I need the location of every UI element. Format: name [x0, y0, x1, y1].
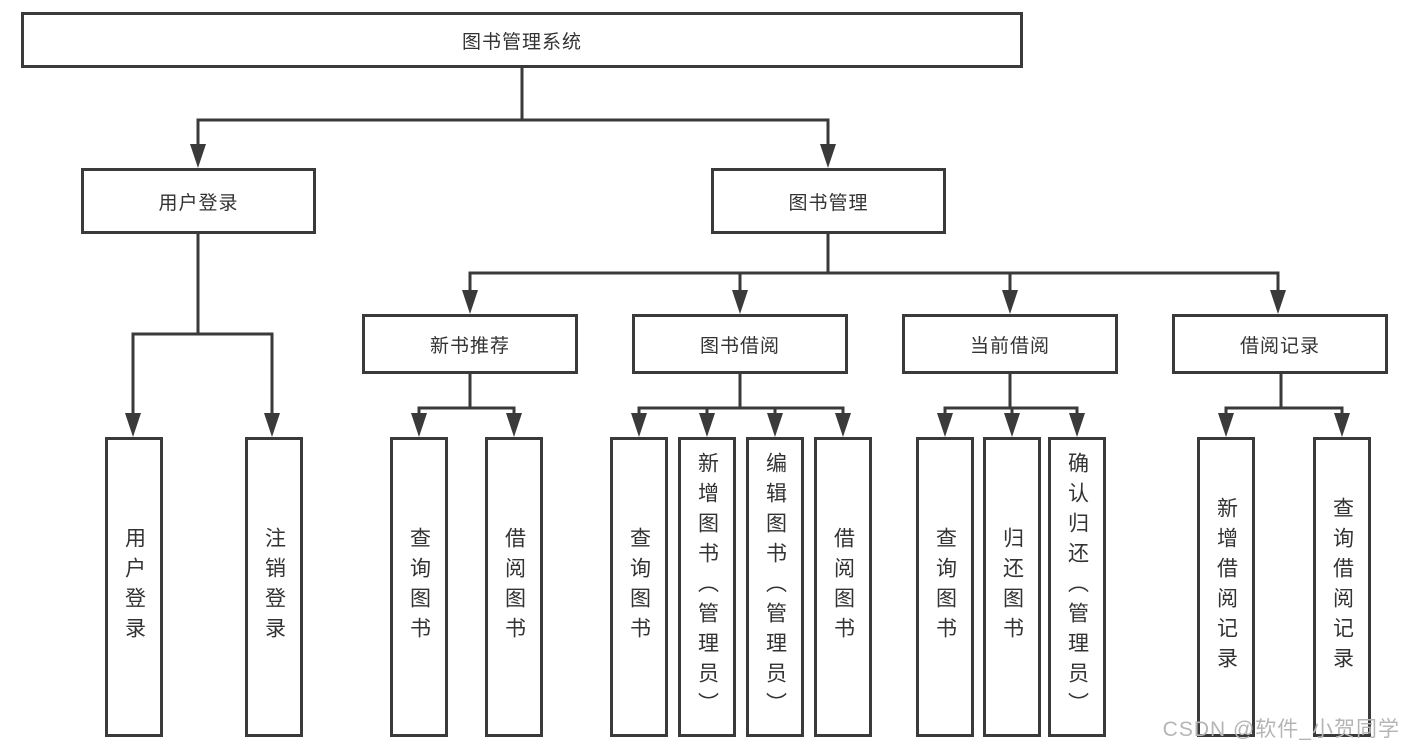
- csdn-watermark: CSDN @软件_小贺同学: [1162, 718, 1400, 741]
- connector-book-borrow-children: [637, 374, 845, 430]
- connector-current-borrow-children: [943, 374, 1079, 430]
- leaf-user-login: 用户登录: [105, 437, 163, 737]
- leaf-query-books-borrow: 查询图书: [610, 437, 668, 737]
- leaf-query-books-borrow-label: 查询图书: [627, 527, 651, 647]
- connector-user-login-children: [131, 234, 274, 430]
- node-current-borrow-label: 当前借阅: [969, 335, 1050, 357]
- leaf-borrow-books-recommend-label: 借阅图书: [502, 527, 526, 647]
- node-user-login: 用户登录: [81, 168, 316, 234]
- node-book-borrow: 图书借阅: [632, 314, 848, 374]
- node-new-book-recommend-label: 新书推荐: [429, 335, 510, 357]
- leaf-confirm-return-admin-label: 确认归还（管理员）: [1065, 452, 1089, 722]
- node-current-borrow: 当前借阅: [902, 314, 1118, 374]
- leaf-query-books-current: 查询图书: [916, 437, 974, 737]
- connector-book-management-children: [468, 234, 1280, 308]
- leaf-borrow-books: 借阅图书: [814, 437, 872, 737]
- node-root-label: 图书管理系统: [461, 31, 582, 53]
- connector-borrow-records-children: [1224, 374, 1344, 430]
- node-book-management: 图书管理: [711, 168, 946, 234]
- leaf-user-login-label: 用户登录: [122, 527, 146, 647]
- leaf-query-borrow-record: 查询借阅记录: [1313, 437, 1371, 737]
- leaf-borrow-books-label: 借阅图书: [831, 527, 855, 647]
- leaf-logout: 注销登录: [245, 437, 303, 737]
- leaf-return-book: 归还图书: [983, 437, 1041, 737]
- node-new-book-recommend: 新书推荐: [362, 314, 578, 374]
- leaf-confirm-return-admin: 确认归还（管理员）: [1048, 437, 1106, 737]
- leaf-edit-book-admin: 编辑图书（管理员）: [746, 437, 804, 737]
- leaf-borrow-books-recommend: 借阅图书: [485, 437, 543, 737]
- node-book-management-label: 图书管理: [788, 192, 869, 214]
- node-user-login-label: 用户登录: [158, 192, 239, 214]
- leaf-query-borrow-record-label: 查询借阅记录: [1330, 497, 1354, 677]
- node-root: 图书管理系统: [21, 12, 1023, 68]
- leaf-add-borrow-record: 新增借阅记录: [1197, 437, 1255, 737]
- leaf-logout-label: 注销登录: [262, 527, 286, 647]
- leaf-query-books-recommend: 查询图书: [390, 437, 448, 737]
- connector-root-to-level2: [196, 68, 830, 160]
- connector-new-book-recommend-children: [417, 374, 516, 430]
- leaf-query-books-recommend-label: 查询图书: [407, 527, 431, 647]
- leaf-query-books-current-label: 查询图书: [933, 527, 957, 647]
- leaf-add-book-admin-label: 新增图书（管理员）: [695, 452, 719, 722]
- node-borrow-records-label: 借阅记录: [1239, 335, 1320, 357]
- node-book-borrow-label: 图书借阅: [699, 335, 780, 357]
- leaf-add-book-admin: 新增图书（管理员）: [678, 437, 736, 737]
- node-borrow-records: 借阅记录: [1172, 314, 1388, 374]
- leaf-return-book-label: 归还图书: [1000, 527, 1024, 647]
- leaf-edit-book-admin-label: 编辑图书（管理员）: [763, 452, 787, 722]
- leaf-add-borrow-record-label: 新增借阅记录: [1214, 497, 1238, 677]
